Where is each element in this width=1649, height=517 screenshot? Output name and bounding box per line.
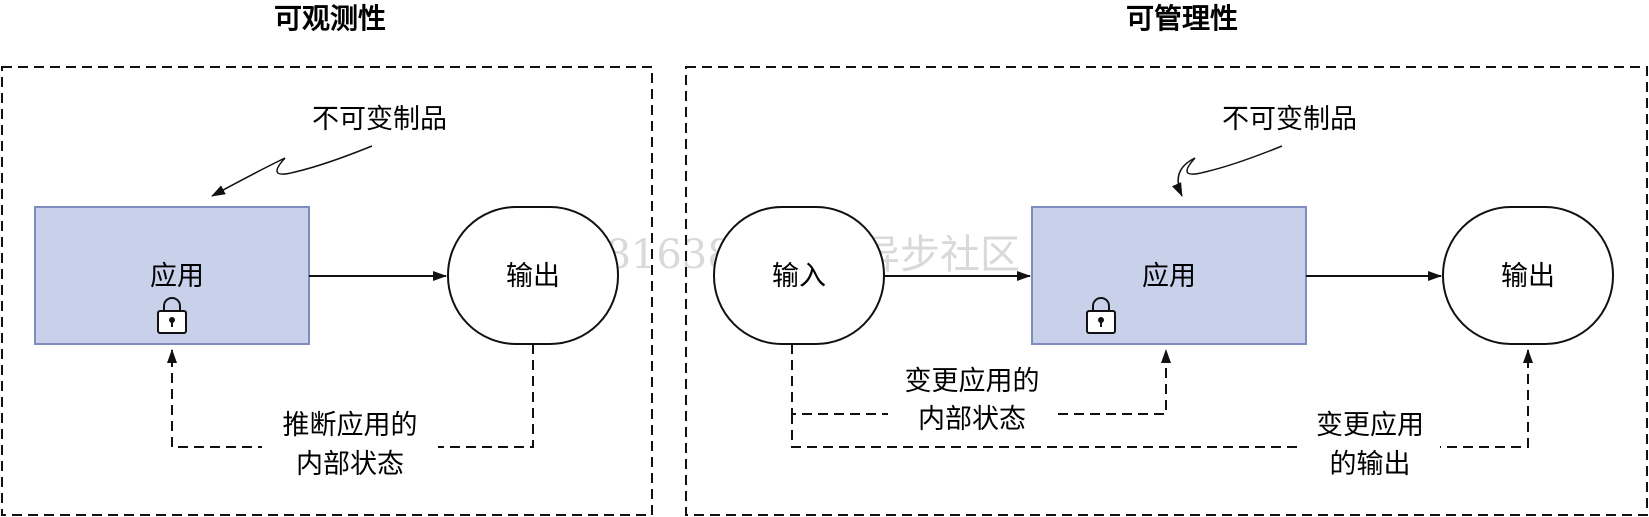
- lock-icon: [157, 297, 187, 334]
- manageability-immutable-label: 不可变制品: [1222, 104, 1357, 135]
- observability-app-label: 应用: [150, 261, 204, 292]
- observability-infer-label-line2: 内部状态: [296, 449, 404, 480]
- observability-immutable-pointer: [211, 145, 373, 197]
- manageability-output-label: 输出: [1501, 261, 1555, 292]
- manageability-frame: [685, 66, 1648, 516]
- manageability-change-state-label-bg: [888, 360, 1058, 440]
- lock-icon: [1086, 297, 1116, 334]
- observability-infer-label-line1: 推断应用的: [283, 410, 418, 441]
- manageability-output-node: [1442, 206, 1614, 345]
- manageability-immutable-pointer: [1172, 145, 1283, 197]
- manageability-input-label: 输入: [772, 261, 826, 292]
- observability-panel: 可观测性 不可变制品 应用 输出 推断应用的 内部状态: [1, 2, 653, 516]
- observability-feedback-loop: [167, 344, 534, 448]
- observability-frame: [1, 66, 653, 516]
- manageability-change-output-line1: 变更应用: [1316, 410, 1424, 441]
- manageability-change-state-line1: 变更应用的: [905, 366, 1040, 397]
- observability-immutable-label: 不可变制品: [312, 104, 447, 135]
- manageability-app-box: [1031, 206, 1307, 345]
- manageability-change-output-loop: [791, 349, 1533, 448]
- observability-infer-label-bg: [262, 408, 438, 484]
- manageability-change-state-line2: 内部状态: [918, 404, 1026, 435]
- manageability-app-label: 应用: [1142, 261, 1196, 292]
- manageability-title: 可管理性: [1126, 2, 1238, 35]
- manageability-change-output-label-bg: [1300, 404, 1440, 484]
- manageability-change-output-line2: 的输出: [1330, 449, 1411, 480]
- manageability-panel: 可管理性 不可变制品 输入 应用 输出 变更应用的 内部状态 变更应用 的输出: [685, 2, 1648, 516]
- observability-output-label: 输出: [506, 261, 560, 292]
- observability-title: 可观测性: [274, 2, 386, 35]
